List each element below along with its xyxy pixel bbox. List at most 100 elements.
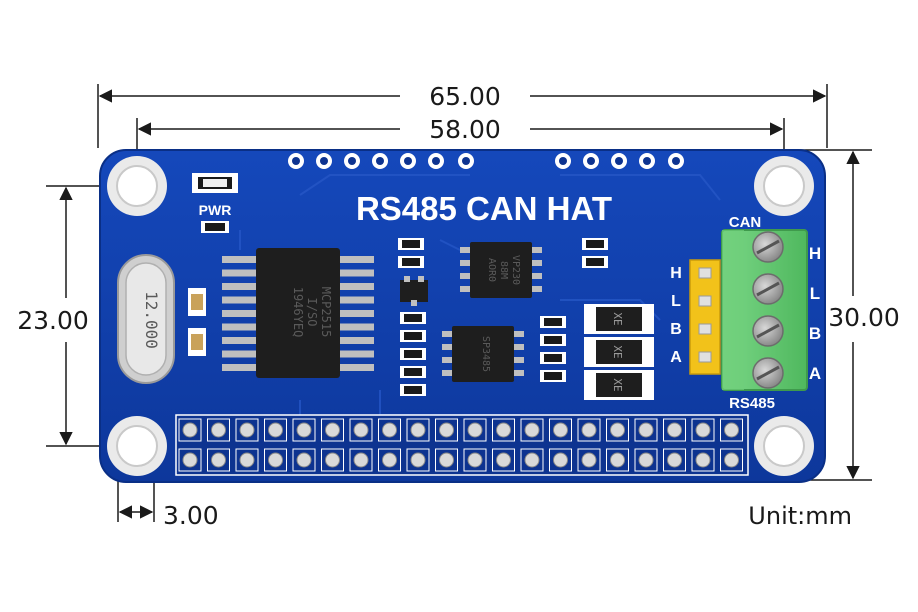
gpio-pins bbox=[178, 418, 743, 472]
tvs-diode bbox=[596, 373, 642, 397]
hole-spacing-width-label: 58.00 bbox=[429, 115, 501, 144]
chip-pin bbox=[532, 260, 542, 266]
rs485-label: RS485 bbox=[729, 395, 775, 412]
tvs-diodes: XE XE XE bbox=[584, 304, 654, 400]
smd-resistor-body bbox=[586, 258, 604, 266]
chip-pin bbox=[222, 323, 256, 331]
chip-pin bbox=[340, 364, 374, 371]
pwr-resistor bbox=[201, 221, 229, 233]
crystal-label: 12.000 bbox=[142, 291, 161, 349]
chip-pin bbox=[460, 286, 470, 292]
gpio-pin bbox=[724, 452, 739, 468]
mounting-hole-top-left bbox=[107, 156, 167, 216]
top-pad-hole bbox=[376, 157, 384, 165]
gpio-pin bbox=[610, 452, 625, 468]
gpio-pin bbox=[638, 452, 654, 468]
top-pad-hole bbox=[348, 157, 356, 165]
crystal-oscillator: 12.000 bbox=[117, 254, 175, 384]
gpio-pin bbox=[496, 422, 511, 438]
rs485-can-pin-header bbox=[689, 259, 721, 375]
gpio-pin bbox=[239, 422, 255, 438]
gpio-pin bbox=[211, 452, 226, 468]
smd-resistor-body bbox=[404, 350, 422, 358]
gpio-pin bbox=[296, 422, 312, 438]
header-pin bbox=[698, 267, 712, 279]
top-pad-hole bbox=[320, 157, 328, 165]
chip-pin bbox=[532, 273, 542, 279]
gpio-pin bbox=[553, 422, 568, 438]
can-transceiver-line-3: AOR0 bbox=[486, 258, 497, 282]
gpio-pin bbox=[382, 452, 397, 468]
unit-label: Unit:mm bbox=[748, 502, 852, 530]
dimension-labels: 65.00 58.00 23.00 30.00 3.00 Unit:mm bbox=[17, 82, 900, 530]
chip-pin bbox=[340, 337, 374, 344]
header-pin-label: A bbox=[670, 349, 682, 366]
rs485-transceiver-chip: SP3485 bbox=[442, 326, 524, 382]
chip-pin bbox=[460, 247, 470, 253]
gpio-pin bbox=[325, 452, 340, 468]
pwr-led bbox=[192, 173, 238, 193]
header-pin-label: L bbox=[671, 293, 681, 310]
gpio-pin bbox=[353, 452, 369, 468]
chip-pin bbox=[460, 260, 470, 266]
chip-pin bbox=[340, 310, 374, 317]
top-pad-hole bbox=[587, 157, 595, 165]
smd-resistor-body bbox=[404, 314, 422, 322]
screw-slot bbox=[756, 239, 780, 255]
pcb-board: RS485 CAN HAT PWR 12.000 bbox=[99, 149, 826, 483]
gpio-pin bbox=[325, 422, 340, 438]
chip-pin bbox=[340, 296, 374, 304]
chip-pin bbox=[514, 370, 524, 376]
tvs-label: XE bbox=[611, 312, 624, 325]
gpio-pin bbox=[296, 452, 312, 468]
main-chip-line-2: I/SO bbox=[305, 298, 319, 327]
main-chip-line-3: 1946YEQ bbox=[291, 287, 305, 338]
smd-resistor-body bbox=[402, 240, 420, 248]
chip-pin bbox=[340, 269, 374, 277]
gpio-pin bbox=[211, 422, 226, 438]
gpio-pin bbox=[524, 452, 540, 468]
dimension-lines bbox=[46, 84, 872, 522]
gpio-pin bbox=[467, 422, 483, 438]
can-transceiver-chip: VP230 88M AOR0 bbox=[460, 242, 542, 298]
hole-spacing-height-label: 23.00 bbox=[17, 306, 89, 335]
smd-resistor-body bbox=[404, 386, 422, 394]
pin-header-pins bbox=[698, 267, 712, 363]
mcp2515-chip: MCP2515 I/SO 1946YEQ bbox=[222, 248, 374, 378]
terminal-pin-label: H bbox=[809, 244, 821, 263]
chip-pin bbox=[222, 296, 256, 304]
header-pin bbox=[698, 323, 712, 335]
mcp2515-pins-right bbox=[340, 256, 374, 371]
mounting-hole-bottom-right bbox=[754, 416, 814, 476]
tvs-label: XE bbox=[611, 378, 624, 391]
header-pin bbox=[698, 351, 712, 363]
gpio-pin bbox=[667, 422, 682, 438]
crystal-capacitors bbox=[188, 288, 206, 356]
chip-pin bbox=[222, 364, 256, 371]
screw-slot bbox=[756, 323, 780, 339]
chip-pin bbox=[222, 256, 256, 263]
gpio-pin bbox=[638, 422, 654, 438]
chip-pin bbox=[532, 286, 542, 292]
main-chip-line-1: MCP2515 bbox=[319, 287, 333, 338]
gpio-pin bbox=[553, 452, 568, 468]
mcp2515-pins-left bbox=[222, 256, 256, 371]
gpio-header bbox=[175, 414, 749, 476]
mounting-hole-bottom-left bbox=[107, 416, 167, 476]
tvs-label: XE bbox=[611, 345, 624, 358]
terminal-screws bbox=[752, 231, 784, 389]
smd-components bbox=[398, 238, 608, 396]
can-transceiver-pins bbox=[460, 247, 542, 292]
gpio-pin bbox=[268, 422, 283, 438]
smd-resistor-body bbox=[402, 258, 420, 266]
board-title: RS485 CAN HAT bbox=[356, 190, 612, 227]
gpio-pin bbox=[410, 452, 426, 468]
smd-resistor-body bbox=[544, 354, 562, 362]
gpio-pin bbox=[667, 452, 682, 468]
mounting-hole-top-right bbox=[754, 156, 814, 216]
overall-width-label: 65.00 bbox=[429, 82, 501, 111]
can-label: CAN bbox=[729, 214, 762, 231]
chip-pin bbox=[340, 256, 374, 263]
smd-resistor-body bbox=[544, 372, 562, 380]
